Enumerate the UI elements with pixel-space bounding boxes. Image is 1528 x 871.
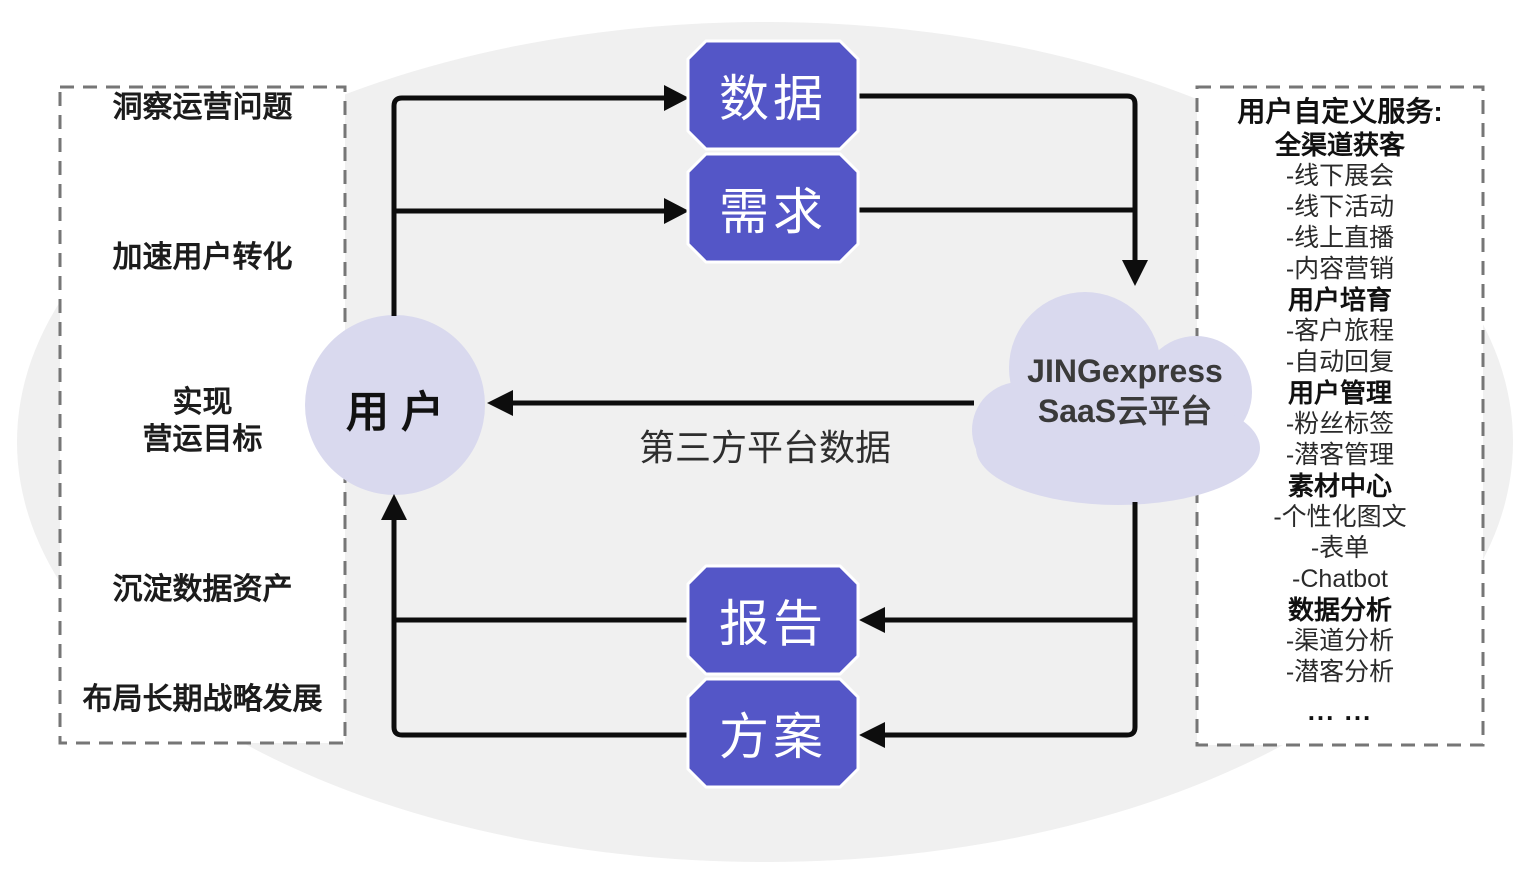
data-node-shape [686, 39, 860, 151]
arrowhead-thirdparty [487, 390, 513, 416]
arrowhead-solution [859, 722, 885, 748]
services-title: 用户自定义服务: [1237, 96, 1443, 127]
service-item: -Chatbot [1292, 565, 1388, 593]
service-item-more: ... ... [1307, 696, 1373, 726]
arrowhead-data [664, 85, 689, 111]
service-item: -个性化图文 [1273, 503, 1407, 531]
objective-insight: 洞察运营问题 [112, 91, 293, 124]
service-section-analytics: 数据分析 [1287, 595, 1392, 625]
service-item: -渠道分析 [1285, 627, 1395, 655]
service-item: -线下展会 [1285, 162, 1395, 190]
flow-nodes [686, 39, 860, 789]
objective-goal: 实现 营运目标 [142, 386, 263, 456]
left-objectives-panel: 洞察运营问题 加速用户转化 实现 营运目标 沉淀数据资产 布局长期战略发展 [60, 87, 345, 743]
data-node-label: 数据 [719, 71, 827, 127]
service-item: -线下活动 [1285, 193, 1395, 221]
service-section-user-mgmt: 用户管理 [1287, 378, 1392, 408]
report-node-label: 报告 [719, 596, 827, 652]
service-item: -内容营销 [1285, 255, 1395, 283]
service-item: -客户旅程 [1285, 317, 1395, 345]
objective-data-asset: 沉淀数据资产 [112, 573, 293, 606]
arrowhead-user-in [381, 494, 407, 520]
arrow-cloud-to-solution [884, 502, 1138, 738]
arrow-solution-to-user [391, 520, 688, 738]
demand-node-label: 需求 [719, 184, 827, 240]
report-node-shape [686, 564, 860, 676]
right-services-panel: 用户自定义服务: 全渠道获客 -线下展会 -线下活动 -线上直播 -内容营销 用… [1197, 87, 1483, 745]
user-node-label: 用 户 [346, 389, 444, 437]
user-circle [305, 315, 485, 495]
arrow-user-to-data [391, 95, 665, 316]
cloud-label-line1: JINGexpress [1027, 353, 1223, 389]
background-ellipse [17, 22, 1513, 862]
thirdparty-data-label: 第三方平台数据 [638, 427, 891, 468]
service-section-acquisition: 全渠道获客 [1274, 130, 1405, 160]
service-item: -自动回复 [1285, 348, 1395, 376]
cloud-label-line2: SaaS云平台 [1037, 393, 1213, 429]
service-item: -线上直播 [1285, 224, 1395, 252]
arrowhead-cloud-in [1122, 260, 1148, 286]
flow-arrows [391, 93, 1138, 738]
objective-conversion: 加速用户转化 [112, 241, 293, 274]
solution-node-label: 方案 [719, 709, 827, 765]
service-item: -潜客分析 [1285, 658, 1395, 686]
cloud-node-label: JINGexpress SaaS云平台 [995, 351, 1255, 431]
arrowheads [381, 85, 1148, 748]
cloud-shape [972, 292, 1260, 505]
objective-strategy: 布局长期战略发展 [82, 683, 323, 716]
service-item: -潜客管理 [1285, 441, 1395, 469]
service-section-nurture: 用户培育 [1287, 285, 1392, 315]
arrow-data-to-cloud [858, 93, 1138, 261]
service-item: -粉丝标签 [1285, 410, 1395, 438]
demand-node-shape [686, 152, 860, 264]
solution-node-shape [686, 677, 860, 789]
service-section-material: 素材中心 [1287, 471, 1392, 501]
arrowhead-report [859, 607, 885, 633]
service-item: -表单 [1310, 534, 1370, 562]
arrowhead-demand [664, 198, 689, 224]
left-panel-box [58, 85, 347, 745]
